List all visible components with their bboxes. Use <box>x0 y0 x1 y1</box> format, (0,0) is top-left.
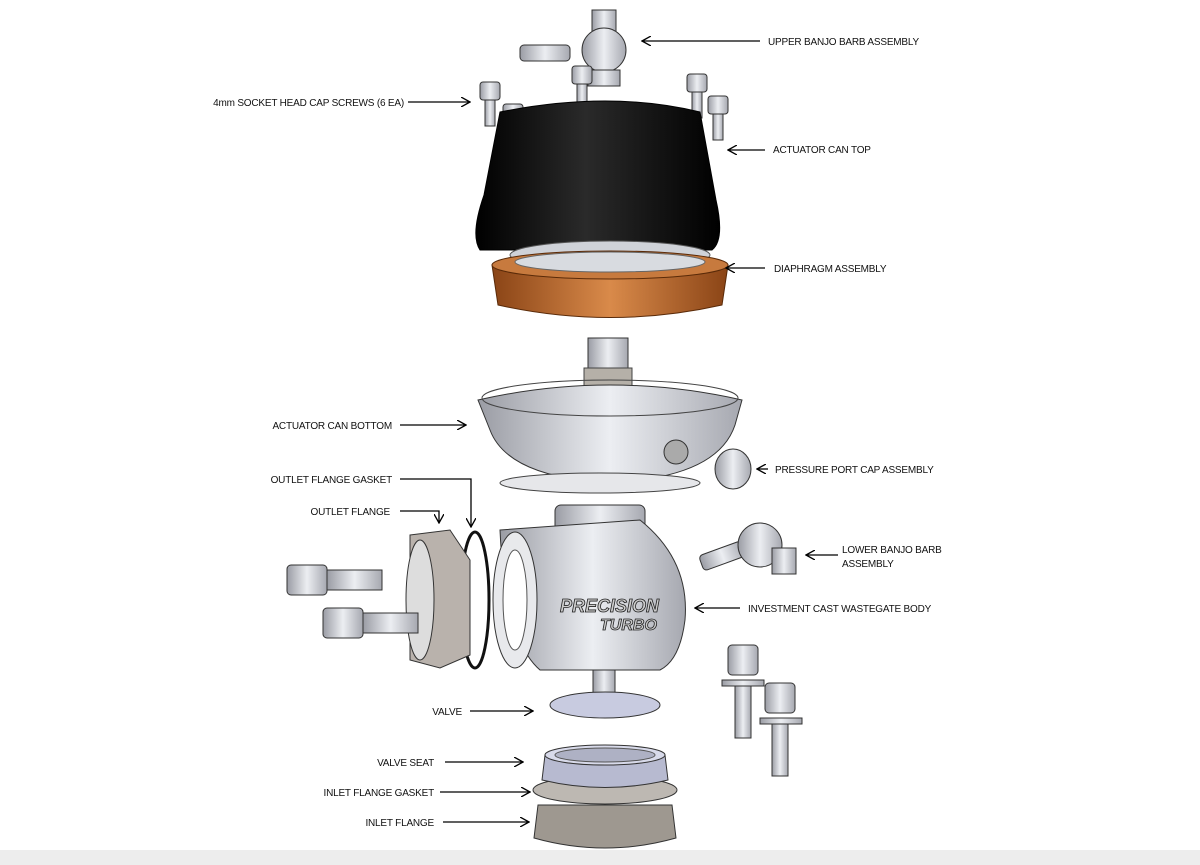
label-socket-head-cap-screws: 4mm SOCKET HEAD CAP SCREWS (6 EA) <box>213 98 404 109</box>
label-lower-banjo-barb: LOWER BANJO BARB <box>842 545 942 556</box>
bottom-strip <box>0 850 1200 865</box>
label-wastegate-body: INVESTMENT CAST WASTEGATE BODY <box>748 604 932 615</box>
upper-banjo-barb-part <box>519 9 627 87</box>
label-upper-banjo-barb: UPPER BANJO BARB ASSEMBLY <box>768 37 920 48</box>
callout-actuator-can-bottom: ACTUATOR CAN BOTTOM <box>272 421 466 432</box>
callout-inlet-flange-gasket: INLET FLANGE GASKET <box>324 788 531 799</box>
callout-diaphragm-assembly: DIAPHRAGM ASSEMBLY <box>726 264 887 275</box>
inlet-bolts-part <box>721 644 803 777</box>
leader-arrow <box>400 510 439 523</box>
outlet-flange-part <box>405 529 491 670</box>
label-valve-seat: VALVE SEAT <box>377 758 434 769</box>
screw-shank <box>484 99 496 127</box>
callout-actuator-can-top: ACTUATOR CAN TOP <box>728 145 871 156</box>
valve-part <box>549 669 661 719</box>
label-inlet-flange-gasket: INLET FLANGE GASKET <box>324 788 435 799</box>
callout-inlet-flange: INLET FLANGE <box>365 818 529 829</box>
actuator-can-bottom-part <box>477 337 743 494</box>
callout-lower-banjo-barb: LOWER BANJO BARB ASSEMBLY <box>806 545 942 570</box>
pressure-port-cap-part <box>714 448 752 490</box>
screw-head <box>571 65 593 85</box>
label-outlet-flange: OUTLET FLANGE <box>311 507 391 518</box>
label-valve: VALVE <box>432 707 462 718</box>
callout-valve: VALVE <box>432 707 533 718</box>
screw-shank <box>712 113 724 141</box>
callout-valve-seat: VALVE SEAT <box>377 758 523 769</box>
callout-outlet-flange: OUTLET FLANGE <box>311 507 439 523</box>
label-inlet-flange: INLET FLANGE <box>365 818 434 829</box>
callout-socket-head-cap-screws: 4mm SOCKET HEAD CAP SCREWS (6 EA) <box>213 98 470 109</box>
callouts: UPPER BANJO BARB ASSEMBLY 4mm SOCKET HEAD… <box>213 37 942 829</box>
outlet-bolts-part <box>286 564 419 639</box>
label-actuator-can-top: ACTUATOR CAN TOP <box>773 145 871 156</box>
callout-wastegate-body: INVESTMENT CAST WASTEGATE BODY <box>695 604 932 615</box>
screw-head <box>707 95 729 115</box>
label-diaphragm-assembly: DIAPHRAGM ASSEMBLY <box>774 264 887 275</box>
label-lower-banjo-barb-line2: ASSEMBLY <box>842 559 894 570</box>
callout-pressure-port-cap: PRESSURE PORT CAP ASSEMBLY <box>757 465 934 476</box>
inlet-stack-part <box>532 744 678 849</box>
screw-head <box>479 81 501 101</box>
precision-turbo-logo: PRECISION <box>560 596 660 616</box>
label-pressure-port-cap: PRESSURE PORT CAP ASSEMBLY <box>775 465 934 476</box>
svg-text:TURBO: TURBO <box>600 617 657 634</box>
label-actuator-can-bottom: ACTUATOR CAN BOTTOM <box>272 421 392 432</box>
diaphragm-assembly-part <box>491 240 729 318</box>
actuator-can-top-part <box>475 100 721 251</box>
callout-upper-banjo-barb: UPPER BANJO BARB ASSEMBLY <box>642 37 920 48</box>
lower-banjo-barb-part <box>699 522 797 575</box>
screw-head <box>686 73 708 93</box>
leader-arrow <box>400 478 471 527</box>
label-outlet-flange-gasket: OUTLET FLANGE GASKET <box>271 475 392 486</box>
wastegate-body-part: PRECISION TURBO <box>492 504 686 671</box>
callout-outlet-flange-gasket: OUTLET FLANGE GASKET <box>271 475 471 527</box>
